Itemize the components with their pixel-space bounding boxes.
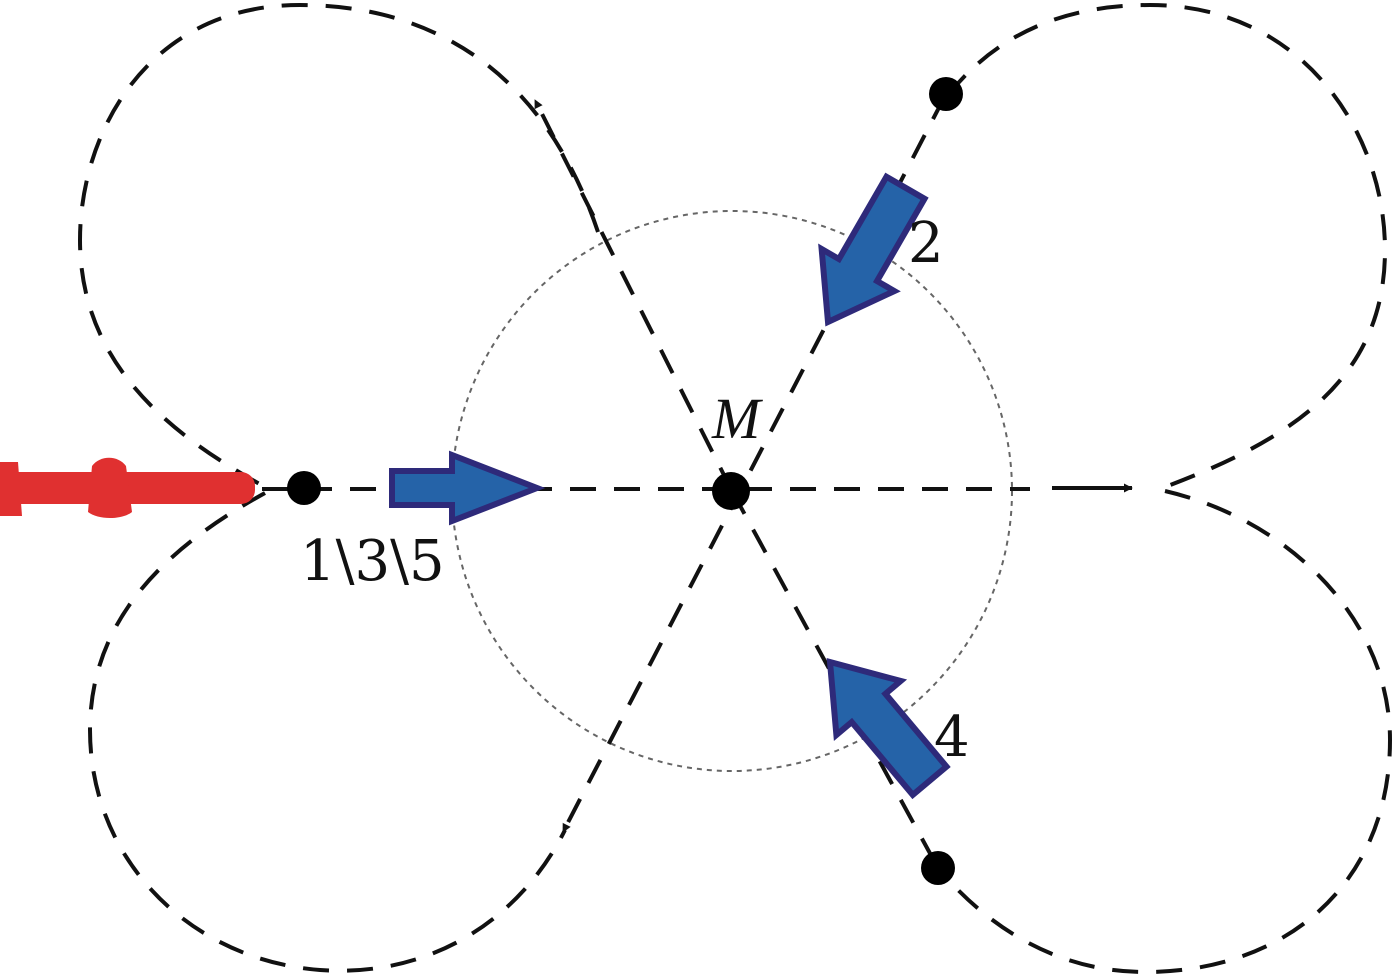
loop-bottom-left <box>87 491 567 973</box>
aircraft-icon <box>0 457 255 518</box>
waypoint-center <box>712 472 750 510</box>
loop-bottom-right <box>936 489 1393 975</box>
pass-direction-arrow-icon <box>389 450 546 526</box>
center-label: M <box>711 386 763 451</box>
pass-line-diagonal-se <box>730 490 940 869</box>
pass-label-1-3-5: 1\3\5 <box>300 529 445 594</box>
pass-label-4: 4 <box>934 705 970 770</box>
pass-line-diagonal-nw-se <box>533 99 734 492</box>
pass-direction-arrow-icon <box>826 657 951 800</box>
turn-loops <box>77 2 1393 975</box>
pass-label-2: 2 <box>908 211 944 276</box>
loop-top-left <box>77 2 600 489</box>
waypoint-bottom-right <box>921 851 955 885</box>
pass-direction-arrows <box>389 172 951 800</box>
loop-top-right <box>946 2 1388 489</box>
waypoints <box>287 77 963 885</box>
waypoint-top-right <box>929 77 963 111</box>
waypoint-entry <box>287 471 321 505</box>
pass-direction-arrow-icon <box>818 172 929 327</box>
